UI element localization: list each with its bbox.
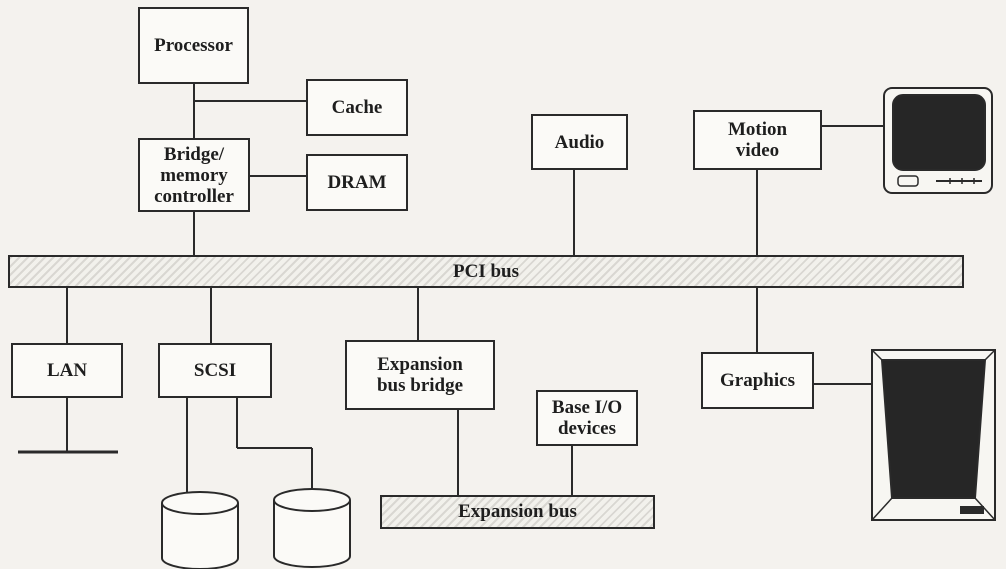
motion-video-box: Motion video — [693, 110, 822, 170]
processor-box: Processor — [138, 7, 249, 84]
audio-label: Audio — [555, 132, 605, 153]
video-monitor-icon — [884, 88, 992, 193]
expansion-bus-bridge-label: Expansion bus bridge — [377, 354, 463, 396]
cache-label: Cache — [332, 97, 383, 118]
processor-label: Processor — [154, 35, 233, 56]
scsi-box: SCSI — [158, 343, 272, 398]
lan-label: LAN — [47, 360, 87, 381]
pci-bus-label: PCI bus — [453, 261, 519, 283]
scsi-label: SCSI — [194, 360, 236, 381]
lan-box: LAN — [11, 343, 123, 398]
disk-icon — [162, 492, 238, 569]
bridge-memory-controller-box: Bridge/ memory controller — [138, 138, 250, 212]
motion-video-label: Motion video — [728, 119, 787, 161]
graphics-label: Graphics — [720, 370, 795, 391]
dram-label: DRAM — [327, 172, 386, 193]
cache-box: Cache — [306, 79, 408, 136]
audio-box: Audio — [531, 114, 628, 170]
base-io-devices-label: Base I/O devices — [552, 397, 622, 439]
graphics-box: Graphics — [701, 352, 814, 409]
bridge-memory-controller-label: Bridge/ memory controller — [154, 144, 234, 207]
expansion-bus: Expansion bus — [380, 495, 655, 529]
dram-box: DRAM — [306, 154, 408, 211]
base-io-devices-box: Base I/O devices — [536, 390, 638, 446]
graphics-display-icon — [872, 350, 995, 520]
disk-icon — [274, 489, 350, 567]
pci-bus: PCI bus — [8, 255, 964, 288]
expansion-bus-label: Expansion bus — [458, 501, 577, 523]
expansion-bus-bridge-box: Expansion bus bridge — [345, 340, 495, 410]
